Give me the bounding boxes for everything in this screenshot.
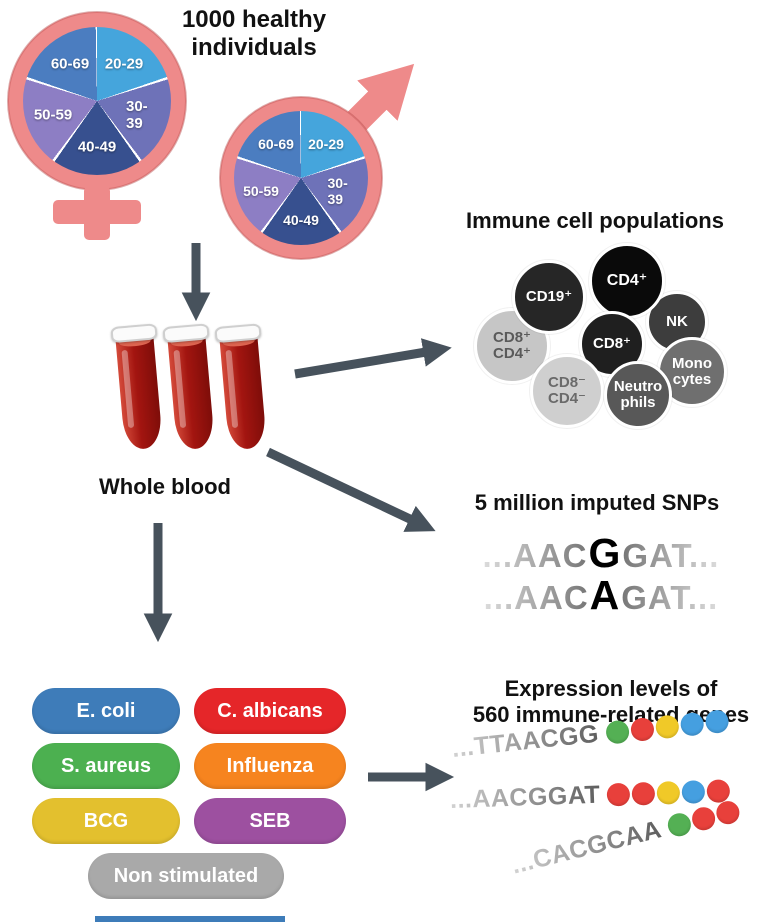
age-label: 60-69 — [258, 136, 294, 152]
arrow-blood-to-snps — [266, 447, 436, 532]
cell-cd19pos: CD19⁺ — [512, 260, 586, 334]
age-label: 30-39 — [126, 98, 148, 132]
gene-bead — [629, 716, 655, 743]
snp-suffix: GAT... — [621, 579, 719, 616]
age-label: 50-59 — [243, 183, 279, 199]
blood-tube — [214, 323, 271, 457]
stimulus-s-aureus: S. aureus — [32, 743, 180, 789]
blood-tube-body — [115, 333, 164, 451]
age-pie: 20-29 30-39 40-49 50-59 60-69 — [234, 111, 368, 245]
snp-prefix: ...AAC — [482, 537, 588, 574]
age-label: 20-29 — [104, 55, 144, 73]
stimulus-seb: SEB — [194, 798, 346, 844]
snp-variant-allele: G — [588, 530, 622, 576]
gene-bead — [604, 719, 630, 745]
female-cross-bar — [53, 200, 141, 224]
gene-bead — [681, 780, 706, 804]
age-pie: 20-29 30-39 40-49 50-59 60-69 — [23, 27, 171, 175]
age-label: 60-69 — [50, 55, 90, 73]
age-label: 20-29 — [308, 136, 344, 152]
cell-neutrophils: Neutro phils — [604, 361, 672, 429]
blood-tube-body — [167, 333, 216, 451]
stimulus-e-coli: E. coli — [32, 688, 180, 734]
gene-bead — [654, 714, 680, 740]
blood-tube — [162, 323, 219, 457]
cropped-next-panel-edge — [95, 916, 285, 922]
gene-bead — [656, 780, 681, 805]
stimulus-c-albicans: C. albicans — [194, 688, 346, 734]
cell-cd8neg-cd4neg: CD8⁻ CD4⁻ — [530, 354, 604, 428]
gene-bead — [713, 798, 742, 827]
cell-cd4pos: CD4⁺ — [589, 243, 665, 319]
age-label: 40-49 — [77, 138, 117, 156]
snps-title: 5 million imputed SNPs — [474, 490, 720, 515]
blood-tube-body — [219, 333, 268, 451]
snp-prefix: ...AAC — [483, 579, 589, 616]
gene-bead — [665, 810, 693, 839]
stimulus-influenza: Influenza — [194, 743, 346, 789]
gene-sequence-text: ...AACGGAT — [449, 780, 601, 814]
arrow-blood-to-cells — [294, 338, 452, 379]
age-label: 30-39 — [327, 175, 348, 207]
study-title: 1000 healthy individuals — [181, 6, 327, 61]
age-label: 40-49 — [283, 212, 319, 228]
gene-bead — [703, 709, 730, 735]
snp-suffix: GAT... — [622, 537, 720, 574]
age-label: 50-59 — [33, 106, 73, 124]
gene-bead — [689, 804, 718, 833]
stimulus-non-stimulated: Non stimulated — [88, 853, 284, 899]
gene-bead — [606, 782, 631, 807]
stimulus-bcg: BCG — [32, 798, 180, 844]
immune-populations-title: Immune cell populations — [466, 208, 724, 233]
snp-variant-allele: A — [589, 572, 621, 618]
expression-title: Expression levels of 560 immune-related … — [472, 676, 749, 728]
gene-sequence-text: ...CACGCAA — [508, 815, 665, 880]
whole-blood-label: Whole blood — [99, 474, 231, 499]
blood-tube — [110, 323, 167, 457]
gene-bead — [679, 711, 705, 737]
gene-bead — [631, 781, 656, 806]
